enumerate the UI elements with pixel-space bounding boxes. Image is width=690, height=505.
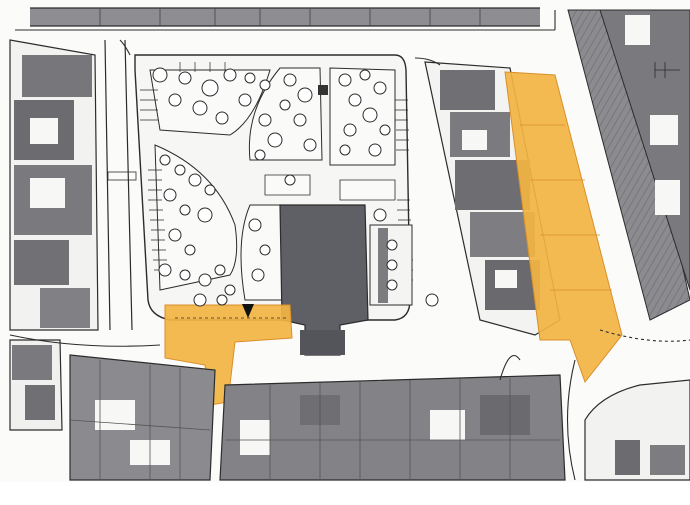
- tree-icon: [244, 72, 256, 84]
- tree-icon: [283, 73, 297, 87]
- tree-icon: [197, 207, 213, 223]
- street-edges: [9, 10, 690, 481]
- tree-icon: [251, 268, 265, 282]
- map-bottom-margin: [0, 482, 690, 505]
- tree-icon: [174, 164, 186, 176]
- tree-icon: [179, 204, 191, 216]
- highlighted-area-east: [504, 71, 623, 384]
- tree-icon: [368, 143, 382, 157]
- tree-icon: [258, 113, 272, 127]
- tree-icon: [201, 79, 219, 97]
- tree-icon: [259, 244, 271, 256]
- tree-icon: [284, 174, 296, 186]
- tree-icon: [279, 99, 291, 111]
- tree-icon: [338, 73, 352, 87]
- tree-icon: [379, 124, 391, 136]
- tree-icon: [193, 293, 207, 307]
- tree-icon: [386, 279, 398, 291]
- west-street-edge: [104, 39, 137, 331]
- east-building-row: [567, 9, 690, 321]
- tree-icon: [373, 208, 387, 222]
- tree-icon: [179, 269, 191, 281]
- south-building-block: [219, 374, 566, 481]
- tree-icon: [168, 228, 182, 242]
- tree-icon: [293, 113, 307, 127]
- tree-icon: [216, 294, 228, 306]
- southwest-building-block: [9, 339, 216, 481]
- tree-icon: [259, 79, 271, 91]
- tree-icon: [343, 123, 357, 137]
- tree-icon: [303, 138, 317, 152]
- west-building-block: [9, 39, 99, 331]
- tree-icon: [198, 273, 212, 287]
- monument-icon: [318, 85, 328, 95]
- tree-icon: [158, 263, 172, 277]
- tree-icon: [188, 173, 202, 187]
- north-arrow-icon: [242, 304, 254, 318]
- tree-icon: [163, 188, 177, 202]
- tree-icon: [192, 100, 208, 116]
- tree-icon: [204, 184, 216, 196]
- tree-icon: [159, 154, 171, 166]
- tree-icon: [339, 144, 351, 156]
- tree-icon: [215, 111, 229, 125]
- tree-icon: [168, 93, 182, 107]
- top-building-row: [30, 7, 540, 27]
- tree-icon: [238, 93, 252, 107]
- tree-icon: [254, 149, 266, 161]
- tree-icon: [248, 218, 262, 232]
- tree-icon: [267, 132, 283, 148]
- tree-icon: [362, 107, 378, 123]
- tree-icon: [373, 81, 387, 95]
- tree-icon: [297, 87, 313, 103]
- tree-icon: [348, 93, 362, 107]
- tree-icon: [386, 239, 398, 251]
- tree-icon: [214, 264, 226, 276]
- tree-icon: [178, 71, 192, 85]
- church-building: [279, 204, 413, 356]
- tree-group: [152, 67, 439, 307]
- tree-icon: [386, 259, 398, 271]
- tree-icon: [152, 67, 168, 83]
- tree-icon: [184, 244, 196, 256]
- tree-icon: [224, 284, 236, 296]
- tree-icon: [425, 293, 439, 307]
- tree-icon: [359, 69, 371, 81]
- southeast-building-block: [584, 379, 690, 481]
- tree-icon: [223, 68, 237, 82]
